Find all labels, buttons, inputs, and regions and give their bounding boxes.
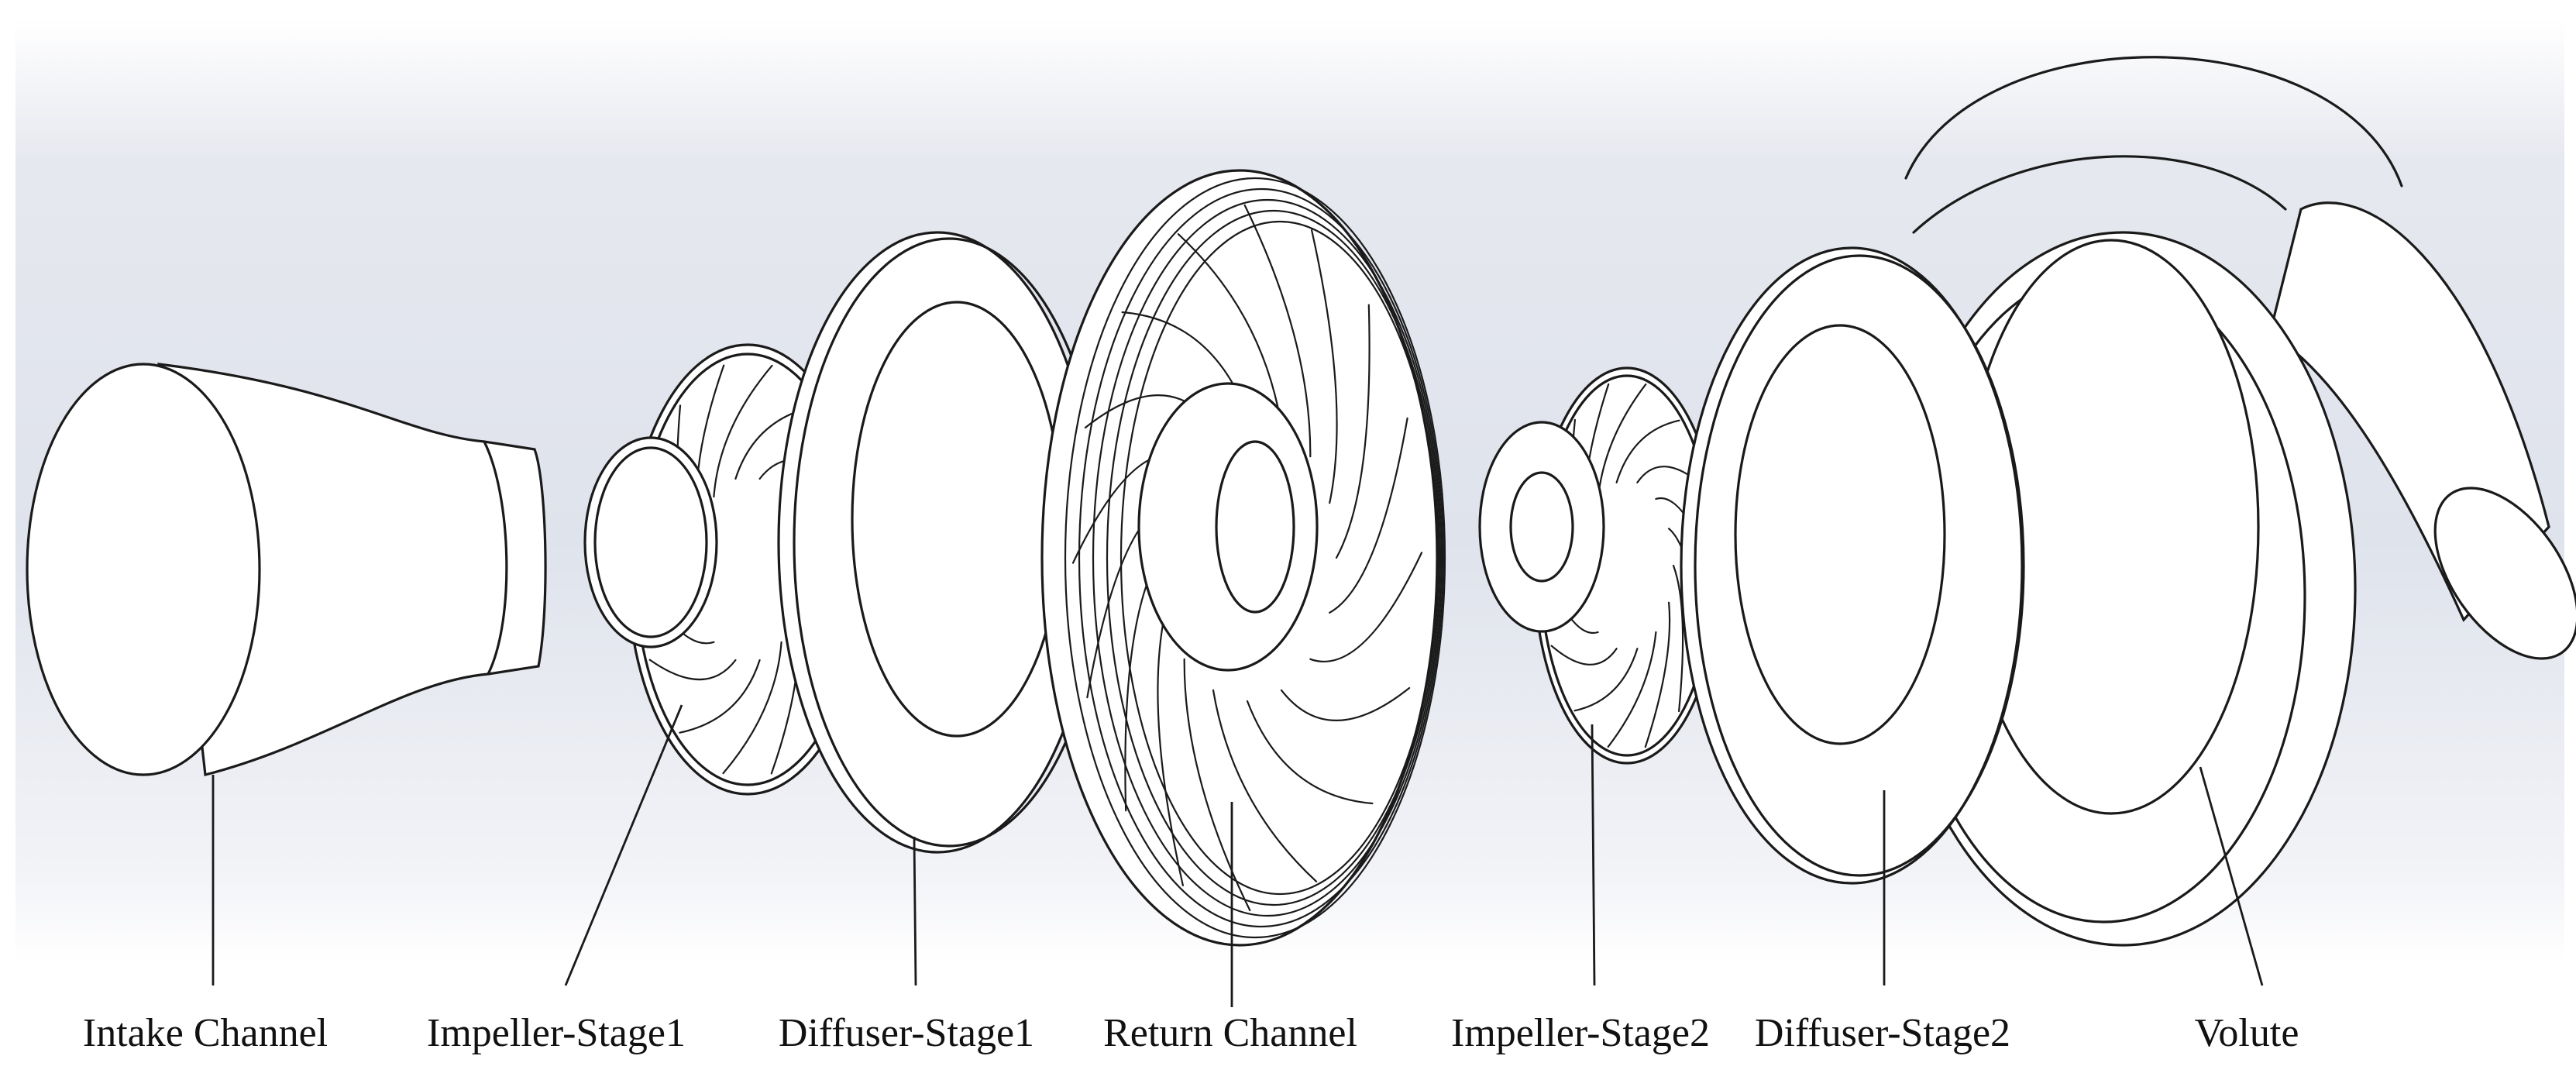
blade-curve: [1329, 417, 1408, 614]
blade-curve: [1280, 686, 1411, 721]
label-impeller-stage1: Impeller-Stage1: [427, 1011, 686, 1055]
blade-curve: [1607, 631, 1657, 748]
blade-curve: [1615, 419, 1680, 483]
blade-curve: [722, 641, 782, 775]
leader-diffuser-stage1: [913, 836, 917, 986]
leader-impeller-stage2: [1591, 724, 1596, 986]
blade-curve: [1309, 552, 1423, 663]
label-impeller-stage2: Impeller-Stage2: [1451, 1011, 1710, 1055]
label-diffuser-stage1: Diffuser-Stage1: [778, 1011, 1035, 1055]
return-channel-ring: [1078, 187, 1445, 928]
blade-curve: [713, 364, 773, 498]
blade-curve: [679, 659, 761, 734]
volute: [1889, 56, 2576, 947]
leader-impeller-stage1: [564, 704, 683, 986]
blade-curve: [1550, 645, 1618, 666]
blade-curve: [1212, 689, 1318, 882]
blade-curve: [1157, 611, 1184, 886]
intake-channel: [26, 363, 547, 777]
return-channel-ring: [1092, 198, 1443, 917]
blade-curve: [1335, 304, 1371, 559]
label-intake-channel: Intake Channel: [82, 1011, 328, 1055]
blade-curve: [1311, 229, 1338, 504]
blade-curve: [1672, 564, 1684, 713]
blade-curve: [1243, 204, 1312, 458]
diffuser-stage2: [1680, 246, 2025, 885]
blade-curve: [1644, 601, 1671, 748]
blade-curve: [1597, 384, 1647, 500]
return-channel-ring: [1119, 220, 1440, 896]
blade-curve: [648, 659, 737, 681]
label-diffuser-stage2: Diffuser-Stage2: [1754, 1011, 2011, 1055]
leader-volute: [2199, 766, 2264, 986]
blade-curve: [1177, 233, 1283, 427]
return-channel-ring: [1064, 177, 1446, 939]
return-channel: [1040, 169, 1446, 947]
leader-lines: [212, 704, 2264, 1007]
label-return-channel: Return Channel: [1103, 1011, 1357, 1055]
return-channel-ring: [1106, 209, 1442, 906]
label-volute: Volute: [2194, 1011, 2299, 1055]
blade-curve: [1183, 658, 1251, 912]
blade-curve: [1246, 700, 1374, 805]
blade-curve: [1573, 648, 1639, 712]
